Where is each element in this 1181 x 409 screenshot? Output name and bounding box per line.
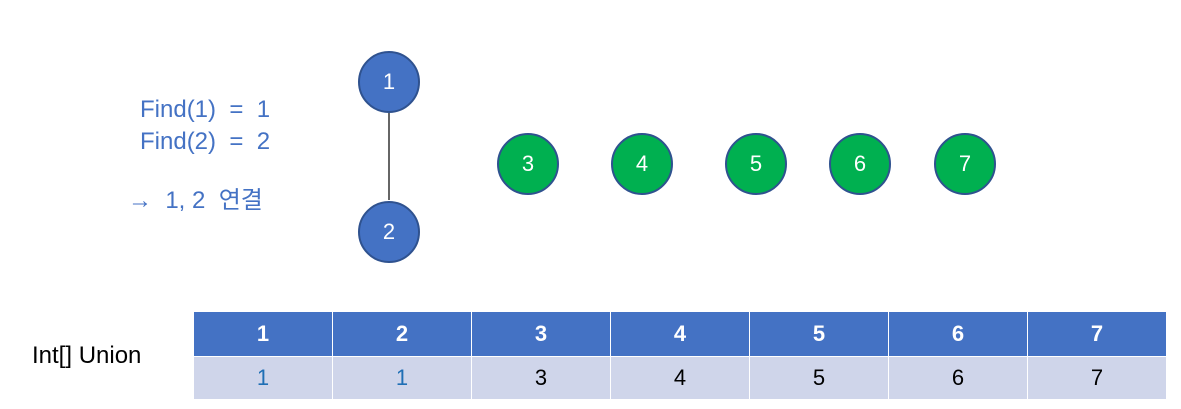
node-5-label: 5 bbox=[749, 151, 763, 176]
node-6-label: 6 bbox=[853, 151, 867, 176]
node-7-label: 7 bbox=[958, 151, 972, 176]
value-row: 1 1 3 4 5 6 7 bbox=[194, 356, 1166, 399]
array-label: Int[] Union bbox=[32, 342, 142, 369]
find-2-annotation: Find(2) = 2 bbox=[140, 128, 271, 155]
node-1: 1 bbox=[358, 51, 420, 113]
node-3-label: 3 bbox=[521, 151, 535, 176]
node-3: 3 bbox=[497, 133, 559, 195]
value-cell: 7 bbox=[1027, 356, 1166, 399]
value-cell: 5 bbox=[749, 356, 889, 399]
node-1-label: 1 bbox=[382, 69, 396, 94]
node-4-label: 4 bbox=[635, 151, 649, 176]
value-cell: 1 bbox=[194, 356, 333, 399]
node-2: 2 bbox=[358, 201, 420, 263]
value-cell: 4 bbox=[610, 356, 750, 399]
index-cell: 1 bbox=[194, 312, 333, 357]
node-7: 7 bbox=[934, 133, 996, 195]
node-4: 4 bbox=[611, 133, 673, 195]
connect-annotation: → 1, 2 연결 bbox=[128, 187, 263, 214]
value-cell: 1 bbox=[332, 356, 472, 399]
value-cell: 3 bbox=[471, 356, 611, 399]
value-cell: 6 bbox=[888, 356, 1028, 399]
index-cell: 2 bbox=[332, 312, 472, 357]
index-cell: 7 bbox=[1027, 312, 1166, 357]
index-row: 1 2 3 4 5 6 7 bbox=[194, 312, 1166, 357]
index-cell: 5 bbox=[749, 312, 889, 357]
index-cell: 3 bbox=[471, 312, 611, 357]
node-5: 5 bbox=[725, 133, 787, 195]
node-2-label: 2 bbox=[382, 219, 396, 244]
index-cell: 6 bbox=[888, 312, 1028, 357]
union-array-table: 1 2 3 4 5 6 7 1 1 3 4 5 6 7 bbox=[194, 312, 1166, 399]
find-1-annotation: Find(1) = 1 bbox=[140, 96, 271, 123]
index-cell: 4 bbox=[610, 312, 750, 357]
node-6: 6 bbox=[829, 133, 891, 195]
